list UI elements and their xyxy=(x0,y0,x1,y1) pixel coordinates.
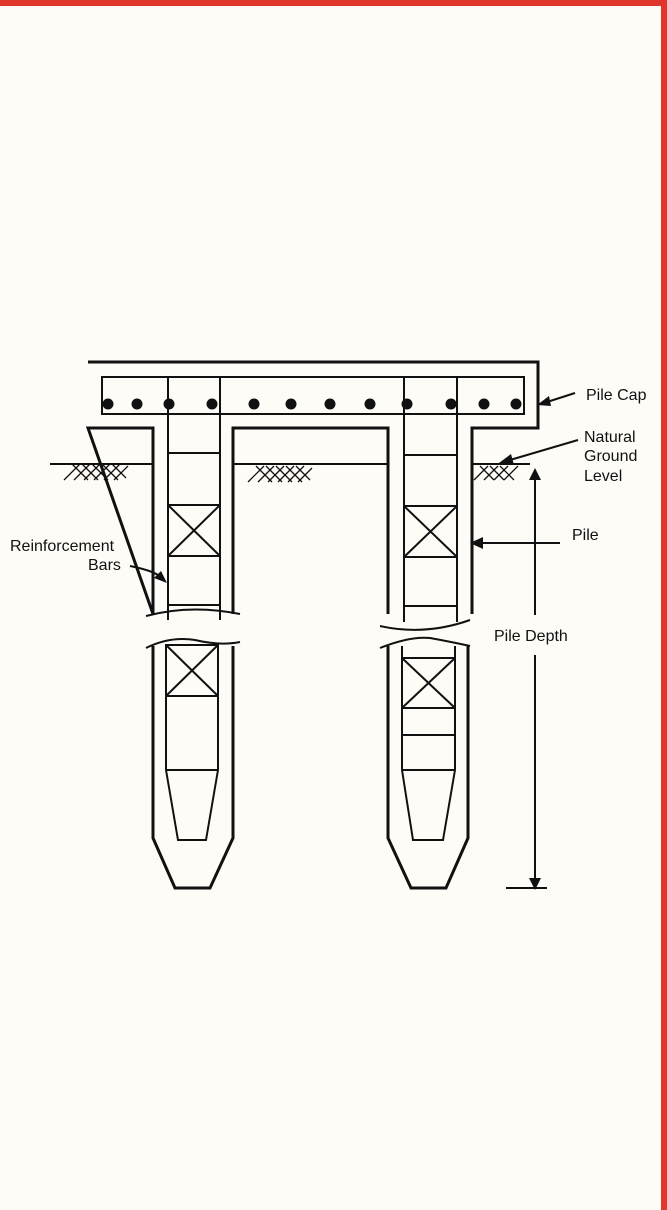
pile-cap-label: Pile Cap xyxy=(586,387,647,404)
pile-cap-arrow xyxy=(537,392,576,406)
pile-depth-dimension xyxy=(506,468,547,890)
pile-depth-label: Pile Depth xyxy=(494,628,568,645)
pile-label: Pile xyxy=(572,527,599,544)
ground-label: Ground xyxy=(584,448,637,465)
right-pile-lower xyxy=(386,646,470,890)
right-rebar-cage-upper xyxy=(403,377,458,622)
pile-break-lines xyxy=(145,608,471,649)
reinforcement-leader xyxy=(129,565,167,583)
left-pile-lower xyxy=(151,646,235,890)
ground-hatching xyxy=(63,463,519,483)
cap-reinforcement-cage xyxy=(101,376,525,415)
pile-arrow xyxy=(470,537,560,549)
pile-cap-outline xyxy=(85,360,540,615)
left-rebar-cage-lower xyxy=(165,644,219,841)
left-rebar-cage-upper xyxy=(167,377,221,620)
natural-label: Natural xyxy=(584,429,636,446)
page-border-top xyxy=(0,0,667,6)
reinforcement-label: Reinforcement xyxy=(10,538,115,555)
level-label: Level xyxy=(584,468,622,485)
cap-rebar-dots xyxy=(102,398,522,410)
right-rebar-cage-lower xyxy=(401,646,456,841)
page-border-right xyxy=(661,0,667,1210)
ground-level-arrow xyxy=(499,439,579,465)
bars-label: Bars xyxy=(88,557,121,574)
